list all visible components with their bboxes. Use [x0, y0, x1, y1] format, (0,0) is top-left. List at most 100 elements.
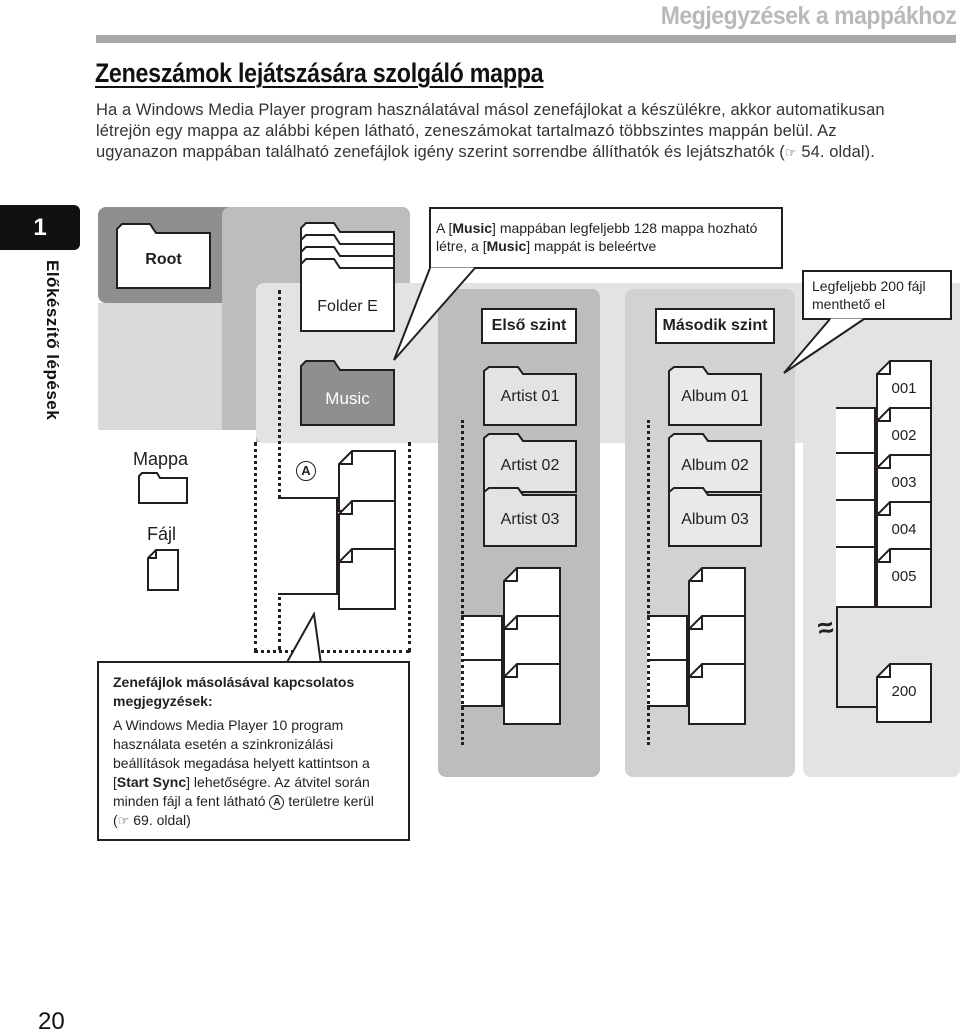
folder-shape	[483, 487, 577, 547]
callout-bold: Music	[486, 238, 527, 254]
file-shape	[876, 663, 932, 723]
file-number-label: 200	[891, 683, 917, 700]
running-header: Megjegyzések a mappákhoz	[660, 2, 956, 30]
file-limit-callout: Legfeljebb 200 fájl menthető el	[802, 270, 952, 320]
intro-text: Ha a Windows Media Player program haszná…	[96, 101, 885, 161]
folder-e-stack-icon: Folder E	[300, 222, 395, 332]
area-a-marker: A	[296, 461, 316, 481]
note-pointer	[285, 612, 322, 665]
page-number: 20	[38, 1008, 65, 1035]
sync-note-box: Zenefájlok másolásával kapcsolatos megje…	[97, 661, 410, 841]
numbered-file-001: 001	[876, 360, 932, 420]
area-a-inner-line	[278, 290, 281, 650]
legend-folder-icon	[138, 472, 188, 504]
file-number-label: 001	[891, 380, 917, 397]
legend-file-label: Fájl	[147, 524, 177, 544]
folder-shape	[300, 360, 395, 426]
music-folder-limit-callout: A [Music] mappában legfeljebb 128 mappa …	[429, 207, 783, 269]
note-text: 69. oldal)	[129, 812, 191, 828]
file-number-label: 005	[891, 568, 917, 585]
album-label: Album 01	[681, 388, 749, 405]
file-shape	[338, 548, 396, 610]
numbered-file-slots	[836, 706, 876, 708]
note-title: Zenefájlok másolásával kapcsolatos megje…	[113, 674, 355, 709]
numbered-file-200: 200	[876, 663, 932, 723]
page-ref-icon: ☞	[117, 813, 130, 828]
page-ref-icon: ☞	[784, 145, 797, 160]
area-a-left-boundary	[254, 442, 257, 652]
note-bold-text: Start Sync	[116, 774, 187, 790]
album-file-2	[688, 615, 746, 677]
music-file-slot-2	[278, 545, 338, 595]
numbered-file-005: 005	[876, 548, 932, 608]
folder-shape	[483, 366, 577, 426]
root-folder-icon: Root	[116, 223, 211, 289]
artist-file-3	[503, 663, 561, 725]
music-file-slot-1	[278, 497, 338, 547]
folder-shape	[668, 366, 762, 426]
header-rule	[96, 35, 956, 43]
music-label: Music	[325, 389, 370, 408]
note-text: területre kerül (	[113, 793, 374, 828]
legend-folder-label: Mappa	[133, 449, 189, 469]
callout-text: A [	[436, 220, 453, 236]
folder-e-label: Folder E	[317, 298, 378, 315]
artist-file-slot	[461, 615, 503, 661]
callout-text: ] mappát is beleértve	[526, 238, 657, 254]
callout-pointer	[783, 317, 865, 374]
artist-folder-3: Artist 03	[483, 487, 577, 547]
music-file-3	[338, 548, 396, 610]
callout-pointer	[393, 266, 476, 361]
intro-paragraph: Ha a Windows Media Player program haszná…	[96, 100, 916, 163]
artist-label: Artist 01	[500, 388, 560, 405]
album-tree-line	[647, 420, 650, 745]
file-shape	[147, 549, 179, 591]
numbered-file-slots	[836, 407, 876, 454]
folder-stack-shape	[300, 222, 395, 332]
area-a-letter: A	[301, 463, 311, 478]
chapter-tab-number: 1	[0, 205, 80, 250]
artist-label: Artist 02	[500, 457, 560, 474]
artist-tree-line	[461, 420, 464, 745]
file-shape	[503, 663, 561, 725]
area-a-bottom-boundary	[254, 650, 410, 653]
note-text: ] lehetőségre. Az átvitel során minden f…	[113, 774, 370, 809]
artist-file-slot	[461, 661, 503, 707]
legend-file-icon	[147, 549, 179, 591]
level2-label: Második szint	[655, 308, 775, 344]
root-light-area	[98, 303, 222, 442]
area-a-right-boundary	[408, 442, 411, 652]
section-title: Zeneszámok lejátszására szolgáló mappa	[95, 58, 544, 88]
callout-text: ] mappában legfeljebb 128 mappa hozható …	[436, 220, 758, 254]
album-folder-2: Album 02	[668, 433, 762, 493]
album-label: Album 02	[681, 457, 749, 474]
artist-label: Artist 03	[500, 511, 560, 528]
numbered-file-slots	[836, 454, 876, 501]
legend-area	[98, 430, 256, 655]
chapter-tab-label: Előkészítő lépések	[43, 260, 62, 421]
artist-folder-1: Artist 01	[483, 366, 577, 426]
album-file-slot	[647, 615, 688, 661]
note-body: A Windows Media Player 10 program haszná…	[113, 716, 394, 830]
file-shape	[876, 548, 932, 608]
album-file-3	[688, 663, 746, 725]
callout-bold: Music	[452, 220, 493, 236]
album-label: Album 03	[681, 511, 749, 528]
level1-label: Első szint	[481, 308, 577, 344]
note-text: A Windows Media Player 10 program haszná…	[113, 717, 370, 790]
area-a-marker-inline: A	[269, 795, 285, 810]
artist-folder-2: Artist 02	[483, 433, 577, 493]
folder-shape	[138, 472, 188, 504]
folder-shape	[668, 487, 762, 547]
album-folder-3: Album 03	[668, 487, 762, 547]
numbered-file-slots	[836, 548, 876, 608]
album-folder-1: Album 01	[668, 366, 762, 426]
file-number-label: 002	[891, 427, 917, 444]
numbered-file-slots	[836, 608, 838, 708]
intro-ref-text: 54. oldal).	[796, 143, 875, 161]
file-shape	[688, 615, 746, 677]
numbered-file-slots	[836, 501, 876, 548]
folder-shape	[116, 223, 211, 289]
root-label: Root	[145, 251, 182, 268]
